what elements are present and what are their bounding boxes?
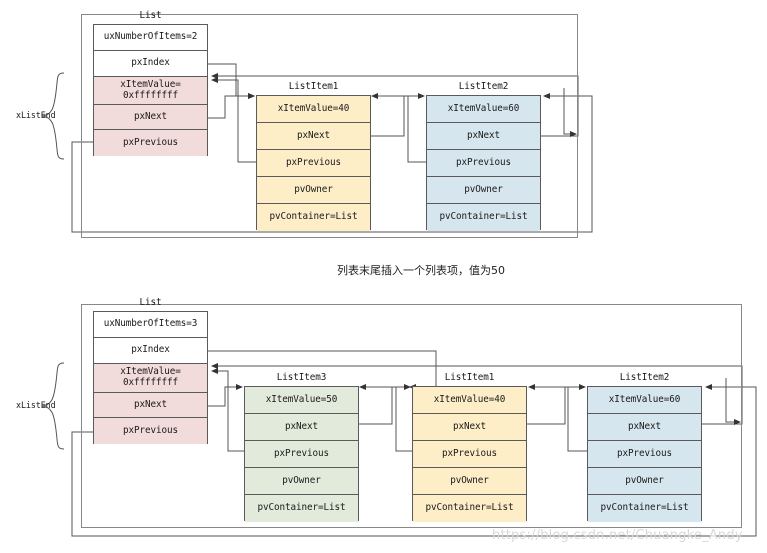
row-pxnext: pxNext	[427, 123, 540, 150]
row-pxnext: pxNext	[94, 105, 207, 130]
row-pxprevious: pxPrevious	[413, 441, 526, 468]
top-listitem1-title: ListItem1	[288, 81, 339, 92]
top-outer-frame	[81, 14, 578, 238]
bottom-list-struct: uxNumberOfItems=3 pxIndex xItemValue= 0x…	[93, 311, 208, 444]
row-pvcontainer: pvContainer=List	[413, 495, 526, 522]
bottom-listitem3-title: ListItem3	[276, 372, 327, 383]
row-pvcontainer: pvContainer=List	[427, 204, 540, 231]
xlistend-brace-bottom	[41, 362, 65, 450]
top-listitem2-struct: xItemValue=60 pxNext pxPrevious pvOwner …	[426, 95, 541, 231]
row-pxprevious: pxPrevious	[245, 441, 358, 468]
top-listitem2-title: ListItem2	[458, 81, 509, 92]
row-xitemvalue: xItemValue=50	[245, 387, 358, 414]
xlistend-label-top: xListEnd	[16, 110, 56, 120]
row-pvowner: pvOwner	[588, 468, 701, 495]
row-pxnext: pxNext	[413, 414, 526, 441]
bottom-listitem1-title: ListItem1	[444, 372, 495, 383]
row-pxnext: pxNext	[257, 123, 370, 150]
xlistend-label-bottom: xListEnd	[16, 400, 56, 410]
row-pvcontainer: pvContainer=List	[257, 204, 370, 231]
row-pxnext: pxNext	[94, 393, 207, 418]
row-pxindex: pxIndex	[94, 338, 207, 364]
caption-text: 列表末尾插入一个列表项，值为50	[337, 264, 505, 277]
row-xitemvalue: xItemValue= 0xffffffff	[94, 77, 207, 105]
watermark-text: https://blog.csdn.net/Chuangke_Andy	[492, 528, 743, 543]
row-pxindex: pxIndex	[94, 51, 207, 77]
row-pxprevious: pxPrevious	[257, 150, 370, 177]
bottom-listitem2-title: ListItem2	[619, 372, 670, 383]
row-pvcontainer: pvContainer=List	[588, 495, 701, 522]
bottom-listitem3-struct: xItemValue=50 pxNext pxPrevious pvOwner …	[244, 386, 359, 522]
row-pxnext: pxNext	[588, 414, 701, 441]
bottom-listitem1-struct: xItemValue=40 pxNext pxPrevious pvOwner …	[412, 386, 527, 522]
row-pvcontainer: pvContainer=List	[245, 495, 358, 522]
row-pxprevious: pxPrevious	[94, 130, 207, 156]
row-pxprevious: pxPrevious	[588, 441, 701, 468]
top-list-title: List	[139, 10, 162, 21]
bottom-listitem2-struct: xItemValue=60 pxNext pxPrevious pvOwner …	[587, 386, 702, 522]
bottom-list-title: List	[139, 297, 162, 308]
row-pvowner: pvOwner	[427, 177, 540, 204]
row-uxnumberofitems: uxNumberOfItems=2	[94, 25, 207, 51]
row-pxprevious: pxPrevious	[94, 418, 207, 444]
row-pxnext: pxNext	[245, 414, 358, 441]
row-pvowner: pvOwner	[257, 177, 370, 204]
row-xitemvalue: xItemValue=60	[588, 387, 701, 414]
xlistend-brace-top	[41, 72, 65, 160]
row-pvowner: pvOwner	[245, 468, 358, 495]
top-list-struct: uxNumberOfItems=2 pxIndex xItemValue= 0x…	[93, 24, 208, 156]
row-uxnumberofitems: uxNumberOfItems=3	[94, 312, 207, 338]
row-pvowner: pvOwner	[413, 468, 526, 495]
bottom-outer-frame	[81, 304, 742, 528]
row-xitemvalue: xItemValue=40	[257, 96, 370, 123]
top-listitem1-struct: xItemValue=40 pxNext pxPrevious pvOwner …	[256, 95, 371, 231]
row-pxprevious: pxPrevious	[427, 150, 540, 177]
row-xitemvalue: xItemValue=60	[427, 96, 540, 123]
row-xitemvalue: xItemValue= 0xffffffff	[94, 364, 207, 393]
row-xitemvalue: xItemValue=40	[413, 387, 526, 414]
